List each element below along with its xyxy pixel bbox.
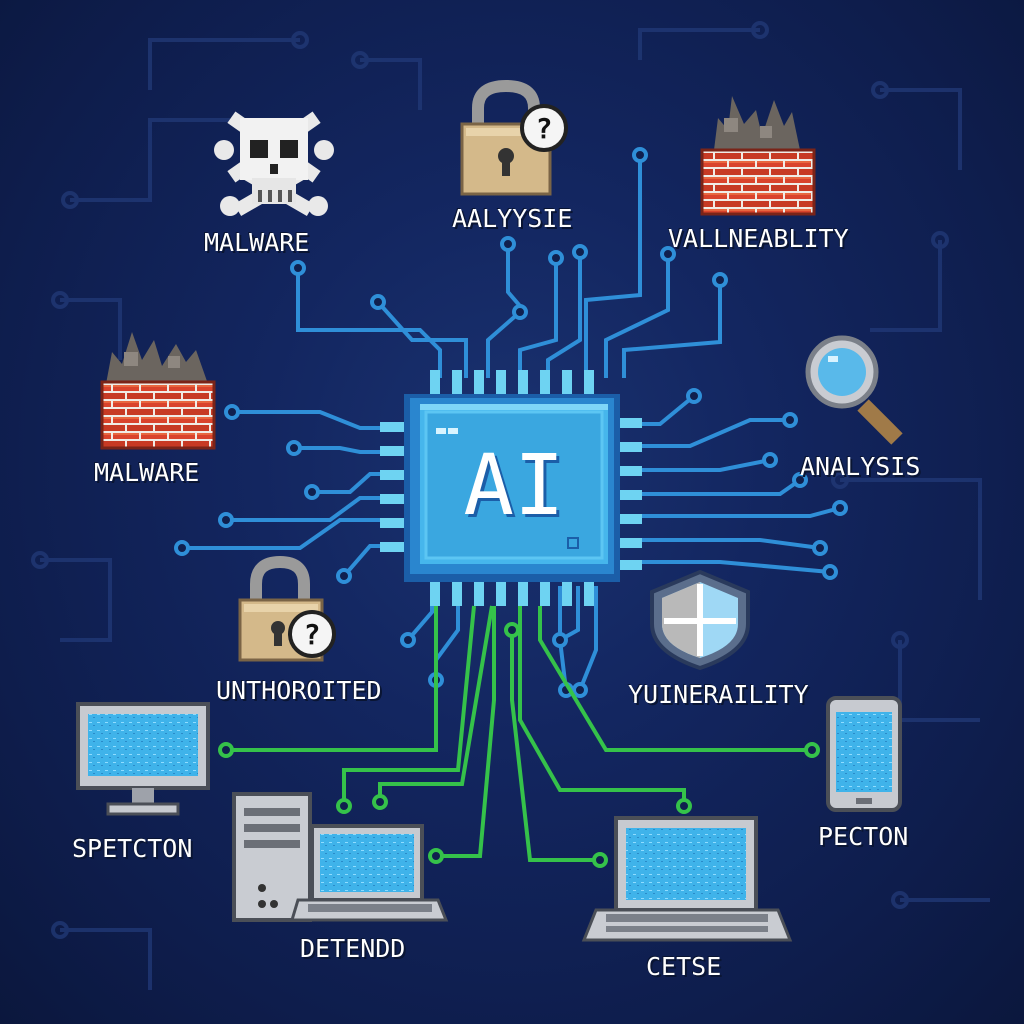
svg-text:?: ? — [304, 618, 321, 651]
background-circuitry — [31, 21, 990, 990]
label-vulnerability-top: VALLNEABLITY — [668, 224, 849, 253]
ai-chip — [380, 370, 642, 606]
padlock-question-icon-top: ? — [460, 79, 568, 196]
green-traces — [218, 605, 820, 868]
monitor-icon — [76, 702, 210, 816]
skull-crossbones-icon — [214, 111, 334, 217]
shield-icon — [650, 569, 750, 671]
label-malware-left: MALWARE — [94, 458, 200, 487]
desktop-tower-laptop-icon — [232, 792, 449, 922]
laptop-icon — [581, 816, 793, 942]
label-cetse: CETSE — [646, 952, 722, 981]
smartphone-icon — [826, 696, 902, 812]
label-detendd: DETENDD — [300, 934, 406, 963]
svg-text:?: ? — [536, 112, 553, 145]
label-pecton: PECTON — [818, 822, 909, 851]
padlock-question-icon-left: ? — [238, 555, 336, 662]
burning-firewall-icon-top — [700, 96, 816, 216]
ai-chip-label: AI — [463, 436, 565, 534]
burning-firewall-icon-left — [100, 332, 216, 450]
label-unauthorized-left: UNTHOROITED — [216, 676, 382, 705]
label-malware-top: MALWARE — [204, 228, 310, 257]
magnifier-icon — [805, 335, 903, 445]
label-spetcton: SPETCTON — [72, 834, 193, 863]
label-vulnerability-right: YUINERAILITY — [628, 680, 809, 709]
label-analysis-top: AALYYSIE — [452, 204, 573, 233]
label-analysis-right: ANALYSIS — [800, 452, 921, 481]
